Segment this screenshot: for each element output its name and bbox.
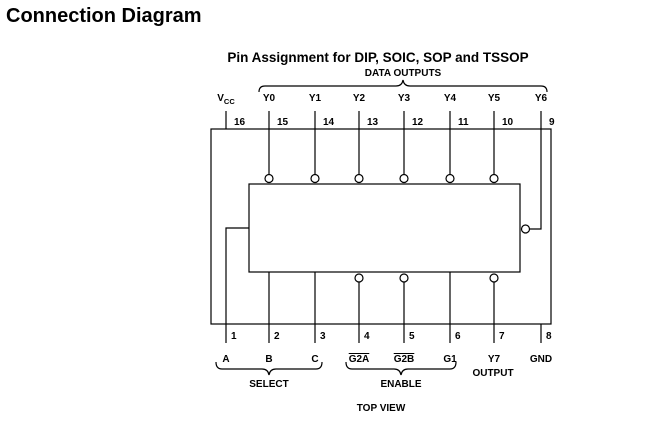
pin-label: G2B <box>394 354 415 365</box>
pin-label: Y6 <box>535 93 548 104</box>
pin-number: 10 <box>502 117 514 128</box>
a-route-wire <box>225 227 249 343</box>
inverter-bubble <box>354 173 364 184</box>
pin-label: Y2 <box>353 93 366 104</box>
pin-12: Y3 12 <box>398 93 424 184</box>
pin-number: 5 <box>409 331 415 342</box>
pin-label: C <box>311 354 318 365</box>
enable-brace <box>345 361 457 376</box>
pin-number: 11 <box>458 117 469 128</box>
pin-3: 3C <box>311 272 326 365</box>
pin-10: Y5 10 <box>488 93 514 184</box>
enable-label: ENABLE <box>380 379 421 390</box>
pin-number: 7 <box>499 331 505 342</box>
output-label: OUTPUT <box>472 368 513 379</box>
package-outline <box>210 128 552 325</box>
diagram-subtitle: Pin Assignment for DIP, SOIC, SOP and TS… <box>227 50 528 65</box>
inverter-bubble <box>489 273 499 283</box>
pin-label: B <box>265 354 272 365</box>
pin-label: Y5 <box>488 93 501 104</box>
pin-1: 1A <box>222 331 237 365</box>
inverter-bubble <box>489 173 499 184</box>
pin-label: Y0 <box>263 93 276 104</box>
pin-15: Y0 15 <box>263 93 289 184</box>
inverter-bubble <box>264 173 274 184</box>
pin-number: 8 <box>546 331 552 342</box>
pin-7: 7Y7 <box>488 273 505 365</box>
pin-number: 14 <box>323 117 335 128</box>
pin-13: Y2 13 <box>353 93 379 184</box>
top-view-label: TOP VIEW <box>357 403 406 414</box>
inverter-bubble <box>399 173 409 184</box>
pin-label: G2A <box>349 354 370 365</box>
pin-9: Y6 9 <box>535 93 555 128</box>
pin-label: Y7 <box>488 354 501 365</box>
data-outputs-brace <box>258 79 548 93</box>
pin-label: G1 <box>443 354 457 365</box>
pin-number: 16 <box>234 117 246 128</box>
inverter-bubble <box>310 173 320 184</box>
inverter-bubble <box>399 273 409 283</box>
y6-bubble <box>520 224 531 234</box>
pin-label: Y1 <box>309 93 322 104</box>
pin-number: 3 <box>320 331 326 342</box>
pin-11: Y4 11 <box>444 93 469 184</box>
decoder-block <box>248 183 521 273</box>
pin-label: Y4 <box>444 93 457 104</box>
page-title: Connection Diagram <box>6 5 202 27</box>
pin-number: 4 <box>364 331 370 342</box>
inverter-bubble <box>354 273 364 283</box>
pin-number: 15 <box>277 117 289 128</box>
select-brace <box>215 361 323 376</box>
pin-label: A <box>222 354 229 365</box>
pin-2: 2B <box>265 272 280 365</box>
top-pins: VCC 16 Y0 15 Y1 14 Y2 13 Y3 12 Y4 11 Y5 10 Y6 9 <box>217 93 555 184</box>
pin-number: 6 <box>455 331 461 342</box>
y6-route-wire <box>530 111 542 230</box>
pin-number: 9 <box>549 117 555 128</box>
pin-14: Y1 14 <box>309 93 335 184</box>
pin-label: GND <box>530 354 552 365</box>
pin-number: 2 <box>274 331 280 342</box>
pin-number: 1 <box>231 331 237 342</box>
pin-16: VCC 16 <box>217 93 246 129</box>
select-label: SELECT <box>249 379 288 390</box>
pin-number: 12 <box>412 117 424 128</box>
inverter-bubble <box>445 173 455 184</box>
pin-6: 6G1 <box>443 272 461 365</box>
pin-label: Y3 <box>398 93 411 104</box>
data-outputs-label: DATA OUTPUTS <box>365 68 442 79</box>
pin-label: VCC <box>217 93 235 106</box>
pin-number: 13 <box>367 117 379 128</box>
